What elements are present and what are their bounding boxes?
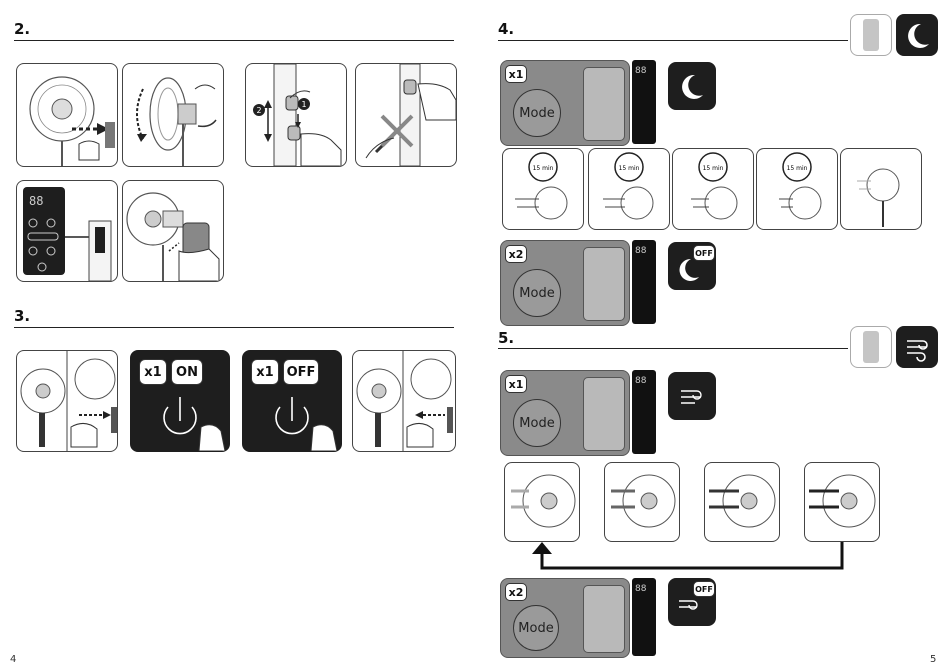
press-count-badge: x2 (505, 245, 527, 263)
power-icon (131, 351, 229, 451)
wind-step-3 (704, 462, 780, 542)
mode-button: Mode (513, 89, 561, 137)
section-2-title: 2. (14, 20, 30, 38)
sleep-mode-off-indicator: OFF (668, 242, 716, 290)
remote-removal-illustration (356, 64, 456, 166)
state-off-badge: OFF (693, 581, 715, 597)
power-icon (243, 351, 341, 451)
display-digits: 88 (635, 246, 656, 256)
timer-label: 15 min (533, 165, 554, 172)
unplug-panel (352, 350, 456, 452)
page-number-right: 5 (930, 654, 936, 665)
display-digits: 88 (635, 376, 656, 386)
mode-key-thumbnail (850, 326, 892, 368)
section-3-title: 3. (14, 307, 30, 325)
fan-icon (805, 463, 879, 541)
remote-insert-illustration (123, 181, 223, 281)
section-5-title: 5. (498, 329, 514, 347)
loop-back-arrow (530, 540, 850, 576)
fan-tilt-illustration (123, 64, 223, 166)
state-off-badge: OFF (693, 245, 715, 261)
fan-attach-illustration (17, 64, 117, 166)
power-on-panel: x1 ON (130, 350, 230, 452)
wind-icon (897, 327, 937, 367)
sleep-mode-indicator (668, 62, 716, 110)
natural-wind-header-icon (896, 326, 938, 368)
timer-step-2: 15 min (588, 148, 670, 230)
power-off-panel: x1 OFF (242, 350, 342, 452)
wind-step-4 (804, 462, 880, 542)
assembly-panel-5: 88 (16, 180, 118, 282)
timer-fan-illustration: 15 min (673, 149, 753, 229)
mode-key-thumbnail (850, 14, 892, 56)
mode-button: Mode (513, 399, 561, 447)
assembly-panel-2 (122, 63, 224, 167)
wind-step-1 (504, 462, 580, 542)
mode-button: Mode (513, 269, 561, 317)
sleep-mode-header-icon (896, 14, 938, 56)
keypad (583, 585, 625, 653)
mode-press-once-panel: x1 Mode (500, 60, 630, 146)
svg-text:2: 2 (256, 106, 261, 115)
section-5-rule (498, 348, 848, 349)
page-number-left: 4 (10, 654, 16, 665)
unplug-illustration (353, 351, 455, 451)
section-3-rule (14, 327, 454, 328)
keypad (583, 247, 625, 321)
section-4-rule (498, 40, 848, 41)
plug-in-illustration (17, 351, 117, 451)
mode-press-twice-panel: x2 Mode (500, 240, 630, 326)
section-2-rule (14, 40, 454, 41)
finger-icon (199, 425, 225, 451)
section-4-title: 4. (498, 20, 514, 38)
timer-step-5 (840, 148, 922, 230)
timer-fan-illustration: 15 min (589, 149, 669, 229)
timer-fan-illustration: 15 min (503, 149, 583, 229)
press-count-badge: x1 (505, 65, 527, 83)
display-digits: 88 (635, 66, 656, 76)
keypad (583, 377, 625, 451)
wind-step-2 (604, 462, 680, 542)
assembly-panel-4 (355, 63, 457, 167)
mode-press-once-panel: x1 Mode (500, 370, 630, 456)
svg-text:15 min: 15 min (703, 165, 724, 172)
display-digits: 88 (635, 584, 656, 594)
assembly-panel-6 (122, 180, 224, 282)
fan-icon (841, 149, 921, 229)
natural-wind-indicator (668, 372, 716, 420)
fan-icon (705, 463, 779, 541)
svg-text:15 min: 15 min (787, 165, 808, 172)
timer-step-1: 15 min (502, 148, 584, 230)
moon-icon (669, 63, 715, 109)
timer-fan-illustration: 15 min (757, 149, 837, 229)
press-count-badge: x1 (505, 375, 527, 393)
display-digits: 88 (29, 194, 43, 208)
moon-icon (897, 15, 937, 55)
assembly-panel-1 (16, 63, 118, 167)
svg-text:15 min: 15 min (619, 165, 640, 172)
fan-icon (505, 463, 579, 541)
wind-icon (669, 373, 715, 419)
control-panel-illustration: 88 (17, 181, 117, 281)
plug-in-panel (16, 350, 118, 452)
assembly-panel-3: 2 1 (245, 63, 347, 167)
natural-wind-off-indicator: OFF (668, 578, 716, 626)
mode-press-twice-panel: x2 Mode (500, 578, 630, 658)
control-strip: 88 (632, 60, 656, 144)
mode-button: Mode (513, 605, 559, 651)
timer-step-4: 15 min (756, 148, 838, 230)
fan-icon (605, 463, 679, 541)
timer-step-3: 15 min (672, 148, 754, 230)
keypad (583, 67, 625, 141)
control-strip: 88 (632, 370, 656, 454)
press-count-badge: x2 (505, 583, 527, 601)
control-strip: 88 (632, 578, 656, 656)
control-strip: 88 (632, 240, 656, 324)
svg-text:1: 1 (301, 100, 306, 109)
finger-icon (311, 425, 337, 451)
remote-holder-illustration: 2 1 (246, 64, 346, 166)
